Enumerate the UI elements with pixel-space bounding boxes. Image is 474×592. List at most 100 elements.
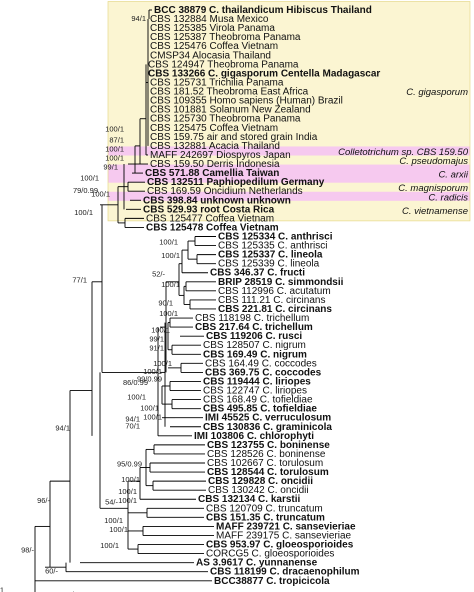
taxon-label: IMI 45525 C. verruculosum xyxy=(205,413,331,424)
support-value: 100/1 xyxy=(143,367,162,376)
taxon-label: CMSP34 Alocasia Thailand xyxy=(150,50,271,61)
taxon-label: CBS 112996 C. acutatum xyxy=(218,286,331,297)
taxon-label: CBS 953.97 C. gloeosporioides xyxy=(206,540,354,551)
taxon-label: CBS 128544 C. torulosum xyxy=(207,467,329,478)
taxon-label: CBS 159.75 air and stored grain India xyxy=(150,132,318,143)
support-value: 100/1 xyxy=(59,590,78,592)
support-value: 100/1 xyxy=(104,516,123,525)
support-value: 100/1 xyxy=(118,496,137,505)
taxon-label: CBS 125337 C. lineola xyxy=(218,250,323,261)
clade-box xyxy=(108,146,470,158)
support-value: 70/1 xyxy=(125,422,140,431)
taxon-label: CBS 169.59 Oncidium Netherlands xyxy=(147,186,303,197)
taxon-label: CBS 125335 C. anthrisci xyxy=(218,241,328,252)
support-value: 100/1 xyxy=(121,475,140,484)
support-value: 99/1 xyxy=(149,335,164,344)
taxon-label: CBS 111.21 C. circinans xyxy=(218,295,325,306)
support-value: 100/1 xyxy=(74,208,93,217)
taxon-label: CBS 529.93 root Costa Rica xyxy=(143,204,275,215)
taxon-label: CBS 125478 Coffea Vietnam xyxy=(146,222,279,233)
clade-label: C. arxii xyxy=(438,170,468,181)
taxon-label: CBS 102667 C. torulosum xyxy=(207,458,323,469)
clade-box xyxy=(108,164,470,185)
taxon-label: CBS 128526 C. boninense xyxy=(207,449,326,460)
support-value: 100/1 xyxy=(91,190,110,199)
clade-box xyxy=(108,191,470,203)
support-values: 94/1100/187/1100/1100/199/1100/179/0.991… xyxy=(0,14,180,592)
taxon-label: BRIP 28519 C. simmondsii xyxy=(218,277,344,288)
taxon-label: CBS 125477 Coffea Vietnam xyxy=(146,213,274,224)
taxon-label: CBS 125730 Theobroma Panama xyxy=(150,114,301,125)
clade-box xyxy=(108,1,470,149)
support-value: 99/0.99 xyxy=(137,374,162,383)
taxon-label: CBS 130836 C. graminicola xyxy=(203,422,332,433)
taxon-label: CBS 571.88 Camellia Taiwan xyxy=(145,168,279,179)
support-value: 100/1 xyxy=(159,309,178,318)
tree-branches xyxy=(34,9,216,592)
taxon-label: CBS 168.49 C. tofieldiae xyxy=(203,395,313,406)
taxon-label: CORCG5 C. gloeosporioides xyxy=(206,549,334,560)
taxon-label: CBS 181.52 Theobroma East Africa xyxy=(150,87,309,98)
taxon-label: CBS 128507 C. nigrum xyxy=(203,340,306,351)
support-value: 52/- xyxy=(152,269,165,278)
taxon-label: MAFF 239721 C. sansevieriae xyxy=(216,521,356,532)
taxon-label: CBS 125475 Coffea Vietnam xyxy=(150,123,278,134)
taxon-label: CBS 398.84 unknown unknown xyxy=(143,195,291,206)
taxon-label: CBS 101881 Solanum New Zealand xyxy=(150,105,311,116)
support-value: 60/- xyxy=(45,567,58,576)
taxon-label: BCC38877 C. tropicicola xyxy=(214,576,330,587)
taxon-label: CBS 132884 Musa Mexico xyxy=(150,14,269,25)
support-value: 100/1 xyxy=(140,403,159,412)
clade-label: C. gigasporum xyxy=(406,87,468,98)
taxon-label: CBS 120709 C. truncatum xyxy=(206,503,323,514)
support-value: 100/1 xyxy=(0,586,4,592)
taxon-label: CBS 132134 C. karstii xyxy=(198,494,301,505)
support-value: 100/1 xyxy=(161,251,180,260)
taxon-label: MAFF 242697 Diospyros Japan xyxy=(150,150,291,161)
support-value: 100/1 xyxy=(159,238,178,247)
clade-box xyxy=(108,155,470,167)
taxon-label: CBS 118199 C. dracaenophilum xyxy=(210,567,360,578)
support-value: 96/- xyxy=(37,496,50,505)
clade-label: C. vietnamense xyxy=(402,206,468,217)
taxon-label: CBS 130242 C. oncidii xyxy=(208,485,309,496)
taxon-label: CBS 369.75 C. coccodes xyxy=(205,367,322,378)
clade-label: C. radicis xyxy=(428,192,468,203)
taxon-labels: BCC 38879 C. thailandicum Hibiscus Thail… xyxy=(143,5,380,587)
clade-box xyxy=(108,200,470,221)
taxon-label: CBS 125339 C. lineola xyxy=(218,259,320,270)
support-value: 100/1 xyxy=(105,153,124,162)
clade-label: C. pseudomajus xyxy=(399,156,468,167)
taxon-label: CBS 132511 Paphiopedilum Germany xyxy=(147,177,325,188)
support-value: 79/0.99 xyxy=(73,186,98,195)
taxon-label: CBS 217.64 C. trichellum xyxy=(195,322,313,333)
taxon-label: CBS 109355 Homo sapiens (Human) Brazil xyxy=(150,96,343,107)
support-value: 86/0.99 xyxy=(123,378,148,387)
taxon-label: CBS 119206 C. rusci xyxy=(206,331,302,342)
taxon-label: CBS 151.35 C. truncatum xyxy=(206,512,325,523)
taxon-label: BCC 38879 C. thailandicum Hibiscus Thail… xyxy=(154,5,372,16)
support-value: 100/1 xyxy=(109,525,128,534)
support-value: 87/1 xyxy=(109,135,124,144)
clade-highlight-boxes xyxy=(107,1,471,222)
taxon-label: CBS 125731 Trichilia Panama xyxy=(150,77,284,88)
support-value: 98/- xyxy=(21,546,34,555)
taxon-label: CBS 124947 Theobroma Panama xyxy=(148,59,299,70)
taxon-label: CBS 346.37 C. fructi xyxy=(210,268,305,279)
support-value: 94/1 xyxy=(131,14,146,23)
taxon-label: CBS 133266 C. gigasporum Centella Madaga… xyxy=(148,68,380,79)
taxon-label: CBS 125387 Theobroma Panama xyxy=(150,32,301,43)
support-value: 94/1 xyxy=(55,423,70,432)
support-value: 100/1 xyxy=(80,173,99,182)
taxon-label: CBS 119444 C. liriopes xyxy=(203,376,311,387)
taxon-label: CBS 125385 Virola Panama xyxy=(150,23,275,34)
support-value: 100/1 xyxy=(151,326,170,335)
support-value: 100/1 xyxy=(100,541,119,550)
taxon-label: MAFF 239175 C. sansevieriae xyxy=(216,530,352,541)
clade-label: C. magnisporum xyxy=(398,183,468,194)
support-value: 100/1 xyxy=(143,413,162,422)
support-value: 100/1 xyxy=(127,393,146,402)
taxon-label: CBS 159.50 Derris Indonesia xyxy=(150,159,280,170)
support-value: 100/1 xyxy=(161,280,180,289)
